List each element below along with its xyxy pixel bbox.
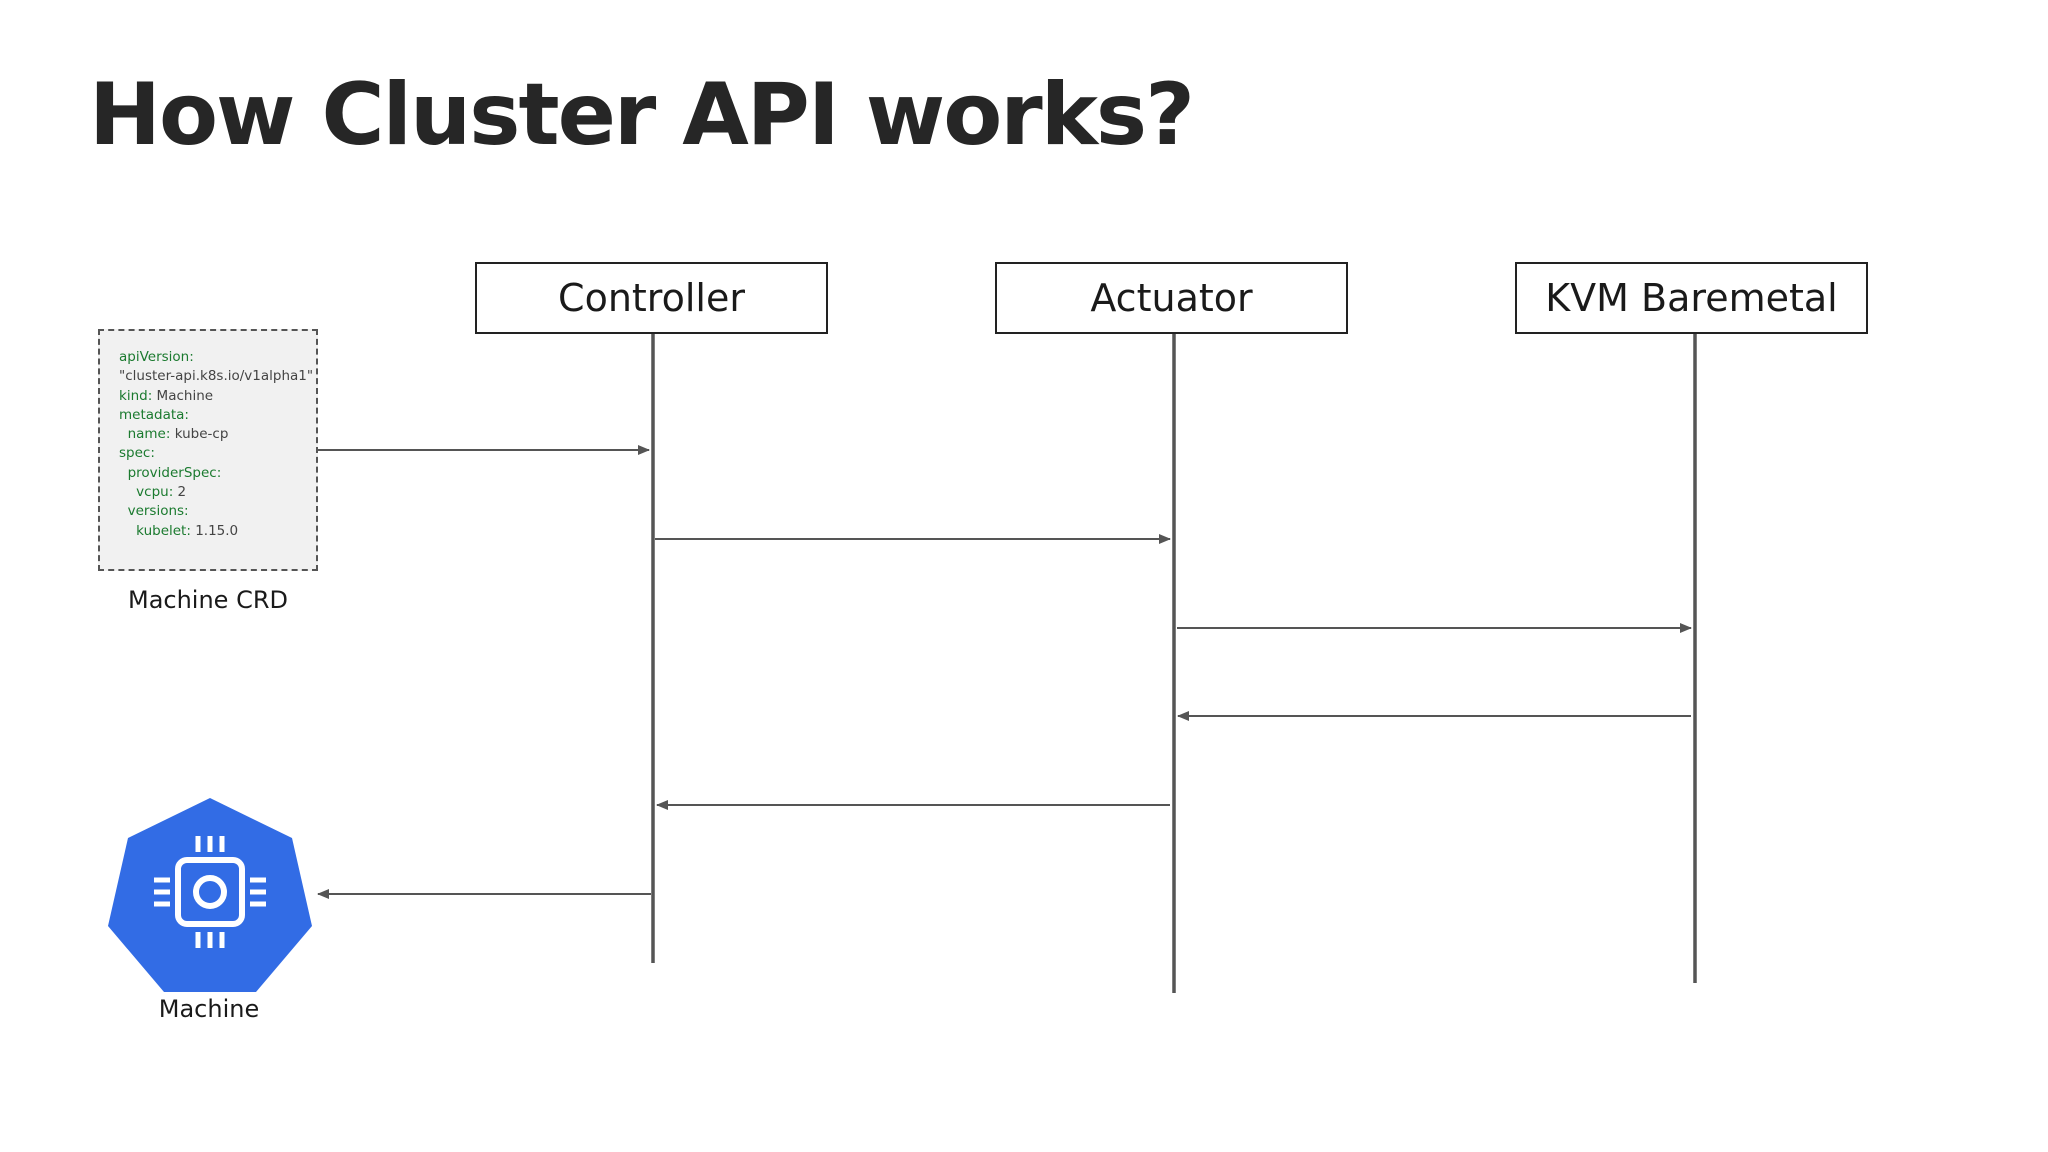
chip-icon [108, 798, 312, 992]
yaml-line: kind: Machine [119, 387, 214, 404]
yaml-line: spec: [119, 445, 155, 462]
yaml-line: metadata: [119, 406, 189, 423]
kvm-baremetal-actor: KVM Baremetal [1515, 262, 1868, 334]
yaml-line: kubelet: 1.15.0 [119, 522, 239, 539]
controller-actor: Controller [475, 262, 828, 334]
actuator-label: Actuator [1090, 276, 1253, 320]
machine-crd-caption: Machine CRD [127, 586, 288, 614]
yaml-line: providerSpec: [119, 464, 222, 481]
page-title: How Cluster API works? [89, 65, 1195, 165]
machine-crd-yaml: apiVersion: "cluster-api.k8s.io/v1alpha1… [98, 329, 318, 571]
yaml-line: name: kube-cp [119, 426, 229, 443]
yaml-line: "cluster-api.k8s.io/v1alpha1" [119, 368, 314, 385]
actuator-actor: Actuator [995, 262, 1348, 334]
controller-label: Controller [558, 276, 745, 320]
machine-caption: Machine [158, 995, 260, 1023]
yaml-line: apiVersion: [119, 349, 194, 365]
kvm-baremetal-label: KVM Baremetal [1545, 276, 1838, 320]
yaml-line: versions: [119, 503, 189, 520]
yaml-line: vcpu: 2 [119, 484, 187, 501]
